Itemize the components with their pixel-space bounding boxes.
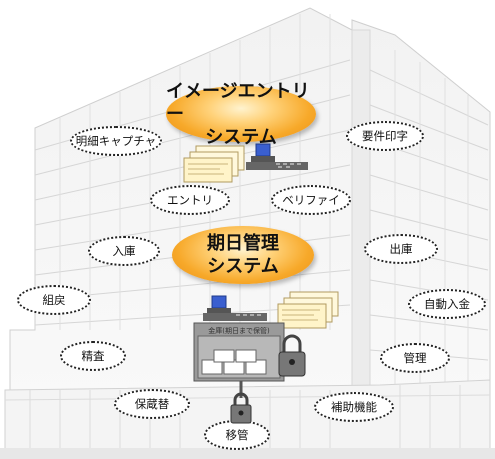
date-management-system-line1: 期日管理 — [207, 233, 279, 254]
date-management-system-ellipse: 期日管理 システム — [172, 226, 314, 284]
bubble-transfer: 移管 — [204, 420, 270, 450]
bubble-storage-change: 保蔵替 — [114, 389, 190, 419]
date-management-system-line2: システム — [207, 256, 279, 277]
image-entry-system-line2: システム — [205, 126, 277, 148]
bubble-warehousing-in: 入庫 — [88, 236, 160, 266]
bubble-entry: エントリ — [150, 185, 230, 215]
bubble-auto-deposit: 自動入金 — [408, 289, 486, 319]
bubble-verify: ベリファイ — [271, 185, 351, 215]
bubble-detail-capture: 明細キャプチャ — [70, 126, 162, 156]
bubble-return: 組戻 — [17, 285, 91, 315]
bubble-requirement-print: 要件印字 — [346, 121, 424, 151]
image-entry-system-ellipse: イメージエントリー システム — [166, 81, 316, 148]
bubble-inspection: 精査 — [60, 341, 126, 371]
bubble-warehousing-out: 出庫 — [364, 234, 438, 264]
bubble-management: 管理 — [380, 343, 450, 373]
image-entry-system-line1: イメージエントリー — [166, 80, 310, 125]
vault-label: 金庫(期日まで保管) — [208, 327, 270, 335]
bubble-auxiliary-function: 補助機能 — [314, 392, 394, 422]
